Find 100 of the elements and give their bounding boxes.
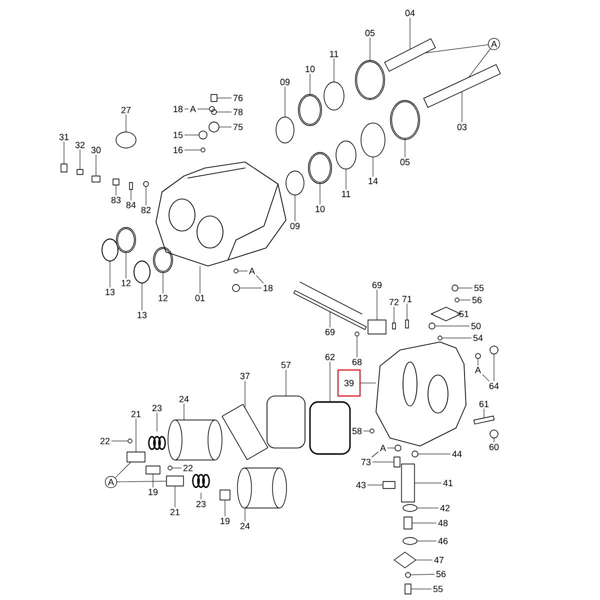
leader-line	[111, 440, 128, 442]
leader-line	[116, 480, 166, 482]
callout-number: 09	[290, 222, 300, 230]
piston	[166, 476, 184, 486]
leader-line	[152, 474, 154, 488]
callout-number: 57	[281, 362, 291, 368]
callout-number: 76	[233, 94, 243, 102]
oil-seal	[153, 247, 173, 273]
pin	[168, 466, 172, 470]
bolt	[210, 94, 218, 102]
callout-number: 12	[158, 294, 168, 302]
washer	[454, 298, 460, 302]
bolt	[473, 416, 495, 424]
callout-number: 75	[233, 124, 243, 130]
housing-drawing	[376, 342, 466, 446]
leader-line	[130, 190, 132, 200]
shaft	[423, 64, 501, 108]
bearing	[390, 100, 420, 140]
callout-number: 14	[368, 178, 378, 184]
leader-line	[115, 462, 131, 478]
plug	[232, 284, 240, 292]
reference-letter: A	[380, 444, 386, 452]
callout-number: 11	[342, 190, 350, 198]
callout-number: 55	[474, 284, 484, 292]
plug	[198, 130, 208, 140]
snap-ring	[276, 116, 294, 144]
o-ring	[438, 336, 442, 340]
valve-plate	[222, 404, 268, 460]
callout-number: 41	[443, 480, 453, 486]
nut	[490, 346, 498, 354]
leader-line	[482, 374, 490, 382]
bearing	[355, 60, 385, 100]
pin	[129, 182, 133, 190]
nut	[208, 122, 220, 132]
callout-number: 24	[240, 522, 250, 530]
callout-number: 13	[106, 288, 115, 296]
callout-number: 54	[473, 334, 483, 342]
callout-number: 10	[316, 206, 325, 212]
callout-number: 64	[489, 382, 499, 390]
spring	[192, 474, 210, 488]
callout-number: 19	[220, 518, 230, 524]
washer	[405, 572, 411, 578]
flange	[394, 552, 416, 568]
small-gasket	[266, 396, 306, 448]
shaft	[384, 38, 436, 72]
oil-seal	[116, 227, 136, 253]
seal-ring	[402, 504, 418, 512]
bearing	[298, 94, 322, 126]
actuator-body	[116, 132, 136, 148]
snap-ring	[134, 260, 150, 284]
callout-number: 32	[75, 142, 85, 148]
callout-number: 69	[372, 282, 382, 288]
bolt	[404, 584, 412, 594]
callout-number: 15	[174, 132, 183, 138]
leader-line	[426, 44, 488, 54]
callout-number: 21	[131, 410, 141, 418]
leader-line	[284, 86, 286, 117]
callout-number: 18	[264, 284, 273, 292]
leader-line	[200, 492, 202, 500]
callout-number: 42	[440, 504, 450, 512]
pin	[392, 322, 396, 330]
leader-line	[244, 380, 246, 408]
plug	[394, 456, 400, 468]
callout-number: 48	[438, 520, 448, 526]
callout-number: 03	[457, 124, 467, 130]
callout-number: 22	[100, 438, 110, 444]
cylinder-block	[168, 420, 222, 460]
callout-number: 82	[141, 206, 151, 214]
callout-number: 27	[121, 106, 131, 114]
cylinder-block	[237, 468, 287, 508]
spacer-ring	[324, 82, 344, 110]
washer	[475, 353, 481, 359]
callout-number: 84	[126, 202, 136, 208]
washer	[234, 268, 238, 274]
piston-shoe	[220, 490, 230, 500]
callout-number: 12	[122, 280, 131, 286]
callout-number: 04	[405, 10, 415, 16]
callout-number: 62	[325, 354, 335, 360]
callout-number: 30	[91, 146, 101, 154]
leader-line	[360, 382, 376, 384]
callout-number: 68	[352, 358, 362, 366]
callout-number: 23	[196, 500, 206, 508]
disc	[402, 537, 418, 545]
washer	[209, 106, 215, 112]
washer	[394, 444, 402, 452]
leader-line	[376, 290, 378, 320]
pin	[128, 438, 132, 444]
leader-line	[224, 500, 226, 516]
callout-number: 16	[174, 146, 183, 154]
callout-number: 58	[352, 428, 362, 434]
cover-plate	[430, 306, 462, 322]
highlighted-callout-box: 39	[337, 369, 361, 397]
callout-number: 13	[138, 312, 147, 318]
leader-line	[363, 430, 370, 432]
callout-number: 47	[434, 556, 444, 564]
reference-letter: A	[190, 106, 196, 112]
bearing	[308, 152, 332, 184]
callout-number: 73	[361, 458, 371, 466]
washer	[143, 181, 149, 187]
leader-line	[238, 270, 248, 272]
